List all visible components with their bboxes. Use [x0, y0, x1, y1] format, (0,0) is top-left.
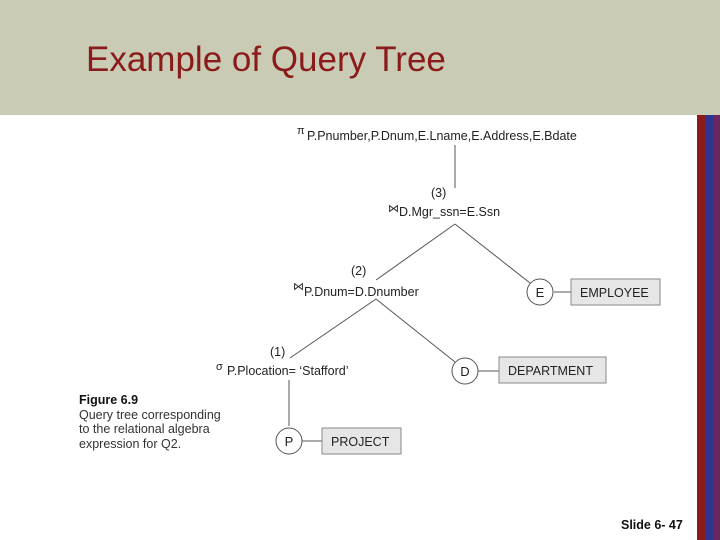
join2-condition: P.Dnum=D.Dnumber: [304, 285, 419, 299]
join2-symbol: ⋈: [293, 281, 304, 293]
edge-join2-d: [375, 298, 456, 363]
relation-employee: EMPLOYEE: [580, 286, 649, 300]
caption-line-2: to the relational algebra: [79, 422, 210, 436]
project-attributes: P.Pnumber,P.Dnum,E.Lname,E.Address,E.Bda…: [307, 129, 577, 143]
edge-join3-join2: [375, 223, 456, 281]
node-p-circle: [275, 427, 303, 455]
join3-step: (3): [431, 186, 446, 200]
node-d-circle: [451, 357, 479, 385]
join2-step: (2): [351, 264, 366, 278]
stripe-red: [697, 115, 705, 540]
caption-line-3: expression for Q2.: [79, 436, 182, 451]
project-symbol: π: [297, 125, 305, 137]
node-p-letter: P: [285, 434, 294, 449]
stripe-purple: [714, 115, 720, 540]
leaf-project: P PROJECT: [275, 427, 402, 455]
join3-symbol: ⋈: [388, 203, 399, 215]
relation-employee-box: [570, 278, 661, 306]
figure-caption: Figure 6.9 Query tree corresponding to t…: [79, 393, 269, 451]
leaf-employee: E EMPLOYEE: [526, 278, 661, 306]
relation-department: DEPARTMENT: [508, 364, 593, 378]
relation-project-box: [321, 427, 402, 455]
node-e-letter: E: [536, 285, 545, 300]
leaf-department: D DEPARTMENT: [451, 356, 607, 385]
tree-edges: [288, 145, 531, 426]
relation-department-box: [498, 356, 607, 384]
node-e-circle: [526, 278, 554, 306]
select-symbol: σ: [216, 361, 223, 373]
slide-title: Example of Query Tree: [86, 40, 446, 79]
edge-join2-select: [289, 298, 377, 359]
caption-title: Figure 6.9: [79, 393, 139, 407]
node-d-letter: D: [460, 364, 469, 379]
stripe-blue: [705, 115, 714, 540]
caption-line-1: Query tree corresponding: [79, 407, 221, 422]
select-condition: P.Plocation= ‘Stafford’: [227, 364, 349, 378]
title-banner: Example of Query Tree: [0, 0, 720, 115]
relation-project: PROJECT: [331, 435, 390, 449]
slide-number: Slide 6- 47: [621, 518, 683, 532]
edge-join3-e: [454, 223, 531, 284]
join3-condition: D.Mgr_ssn=E.Ssn: [399, 205, 500, 219]
select-step: (1): [270, 345, 285, 359]
